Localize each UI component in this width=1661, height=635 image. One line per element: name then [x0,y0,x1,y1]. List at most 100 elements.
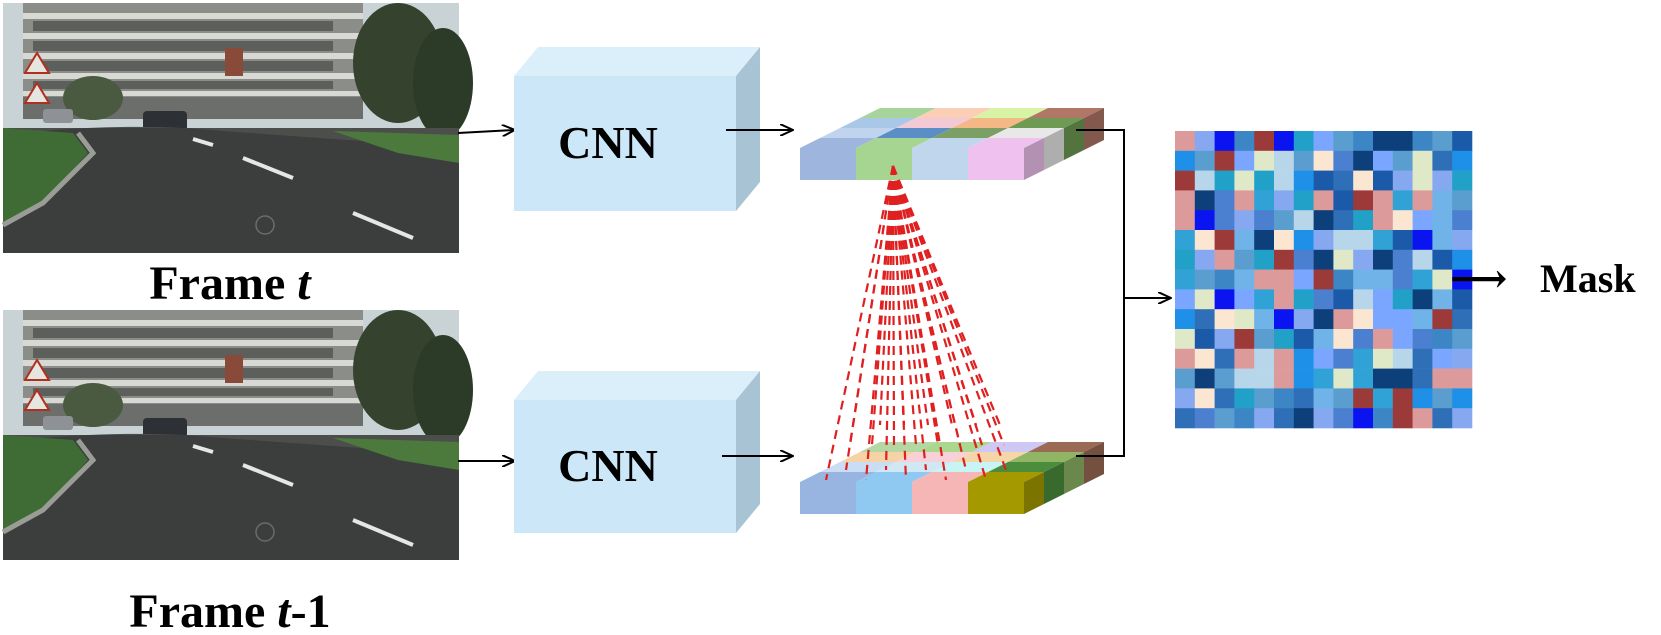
mask-cell [1353,170,1374,191]
mask-cell [1254,170,1275,191]
mask-cell [1293,309,1314,330]
mask-cell [1293,348,1314,369]
mask-cell [1333,170,1354,191]
mask-cell [1392,131,1413,152]
mask-cell [1452,368,1473,389]
mask-cell [1175,230,1196,251]
attention-line [891,165,954,426]
mask-cell [1373,388,1394,409]
mask-cell [1333,269,1354,290]
mask-cell [1293,269,1314,290]
mask-cell [1392,269,1413,290]
mask-cell [1333,408,1354,429]
mask-cell [1254,368,1275,389]
mask-cell [1313,289,1334,310]
mask-cell [1214,408,1235,429]
mask-cell [1412,269,1433,290]
mask-cell [1333,368,1354,389]
mask-cell [1452,230,1473,251]
mask-cell [1452,348,1473,369]
mask-cell [1432,170,1453,191]
attention-line [891,165,1002,426]
mask-cell [1274,269,1295,290]
mask-cell [1373,348,1394,369]
mask-cell [1175,368,1196,389]
mask-cell [1254,249,1275,270]
feature-cell [896,452,972,462]
mask-cell [1313,348,1334,369]
feature-cell-front [856,482,912,514]
mask-cell [1333,210,1354,231]
feature-cell [1008,118,1084,128]
feature-cell [912,138,988,148]
feature-side [1084,442,1104,484]
mask-cell [1274,190,1295,211]
feature-cell [912,472,988,482]
attention-line [891,165,978,426]
attention-line [891,165,940,446]
mask-cell [1214,170,1235,191]
mask-cell [1432,388,1453,409]
feature-cell [972,108,1048,118]
feature-cell [972,442,1048,452]
mask-cell [1373,210,1394,231]
mask-cell [1274,368,1295,389]
mask-cell [1452,210,1473,231]
mask-cell [1274,230,1295,251]
mask-cell [1293,329,1314,350]
feature-cell [840,452,916,462]
mask-cell [1353,388,1374,409]
mask-cell [1452,408,1473,429]
mask-cell [1175,408,1196,429]
mask-cell [1452,170,1473,191]
mask-cell [1234,150,1255,171]
mask-cell [1452,190,1473,211]
feature-cell [932,462,1008,472]
cnn-block-top: CNN [514,47,760,211]
feature-cell [916,108,992,118]
mask-cell [1373,368,1394,389]
feature-cell [800,138,876,148]
mask-cell [1353,210,1374,231]
mask-cell [1452,269,1473,290]
feature-cell [1028,108,1104,118]
mask-cell [1175,190,1196,211]
mask-cell [1432,230,1453,251]
feature-cell [800,472,876,482]
cnn-block-bottom: CNN [514,371,760,533]
mask-cell [1234,348,1255,369]
mask-cell [1373,150,1394,171]
mask-cell [1432,408,1453,429]
feature-cell [952,118,1028,128]
mask-cell [1392,210,1413,231]
mask-cell [1214,329,1235,350]
mask-cell [1175,269,1196,290]
mask-cell [1194,408,1215,429]
mask-cell [1214,230,1235,251]
feature-cell [876,462,952,472]
mask-cell [1194,329,1215,350]
mask-cell [1432,309,1453,330]
feature-cell [820,128,896,138]
mask-cell [1214,309,1235,330]
mask-cell [1175,329,1196,350]
feature-cell [952,452,1028,462]
mask-cell [1254,131,1275,152]
mask-cell [1333,131,1354,152]
mask-cell [1274,150,1295,171]
mask-cell [1392,289,1413,310]
feature-cell [968,138,1044,148]
mask-cell [1353,408,1374,429]
mask-cell [1412,249,1433,270]
feature-map-frame-t-minus-1 [800,442,1104,514]
attention-line [891,165,918,446]
attention-line [891,165,1008,471]
mask-cell [1274,170,1295,191]
mask-cell [1254,190,1275,211]
mask-cell [1412,368,1433,389]
attention-line [878,165,895,426]
mask-cell [1234,329,1255,350]
attention-line [891,165,906,426]
feature-cell-front [912,148,968,180]
attention-line [824,165,895,481]
